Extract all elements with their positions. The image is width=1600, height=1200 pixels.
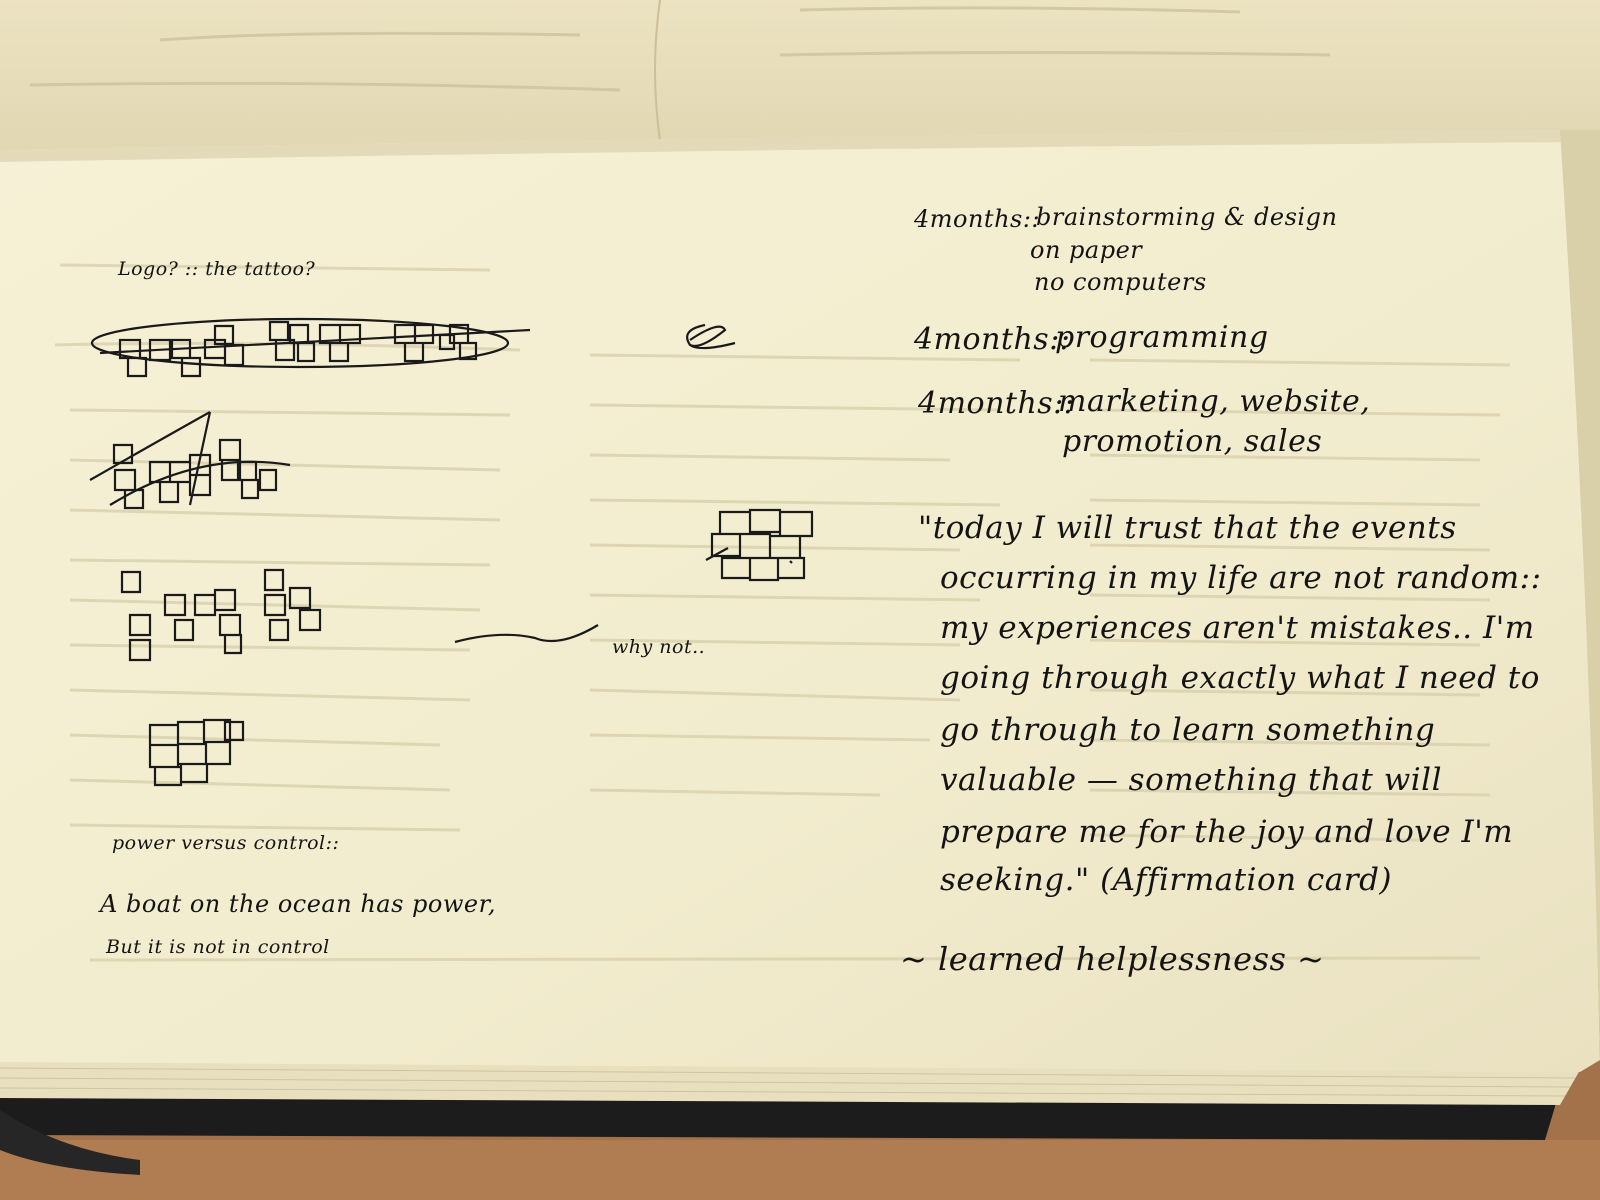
plan-3-duration: 4months:: <box>918 386 1075 421</box>
quote-line-8: seeking." (Affirmation card) <box>940 862 1393 898</box>
quote-line-4: going through exactly what I need to <box>940 660 1540 696</box>
plan-2-task-line-1: programming <box>1055 320 1269 355</box>
quote-line-5: go through to learn something <box>940 712 1436 748</box>
plan-3-task-line-2: promotion, sales <box>1062 424 1323 459</box>
power-heading: power versus control:: <box>112 832 340 854</box>
boat-line-1: A boat on the ocean has power, <box>100 890 497 918</box>
logo-sketches <box>89 317 814 787</box>
plan-1-task-line-2: on paper <box>1030 236 1143 264</box>
boat-line-2: But it is not in control <box>106 936 330 958</box>
quote-line-1: "today I will trust that the events <box>918 510 1457 546</box>
plan-2-duration: 4months:: <box>914 322 1071 357</box>
bleed-through-text <box>54 263 1511 962</box>
plan-1-duration: 4months:: <box>914 205 1041 233</box>
quote-line-3: my experiences aren't mistakes.. I'm <box>940 610 1535 646</box>
plan-1-task-line-3: no computers <box>1034 268 1207 296</box>
wood-grain <box>0 1140 1600 1200</box>
logo-question: Logo? :: the tattoo? <box>118 258 316 280</box>
quote-line-6: valuable — something that will <box>940 762 1442 798</box>
why-not-note: why not.. <box>612 636 706 658</box>
elastic-strap <box>0 1110 140 1175</box>
previous-page <box>0 0 1600 160</box>
plan-3-task-line-1: marketing, website, <box>1058 384 1371 419</box>
plan-1-task-line-1: brainstorming & design <box>1036 203 1338 231</box>
closing-note: ~ learned helplessness ~ <box>900 940 1325 978</box>
quote-line-7: prepare me for the joy and love I'm <box>940 814 1514 850</box>
quote-line-2: occurring in my life are not random:: <box>940 560 1542 596</box>
